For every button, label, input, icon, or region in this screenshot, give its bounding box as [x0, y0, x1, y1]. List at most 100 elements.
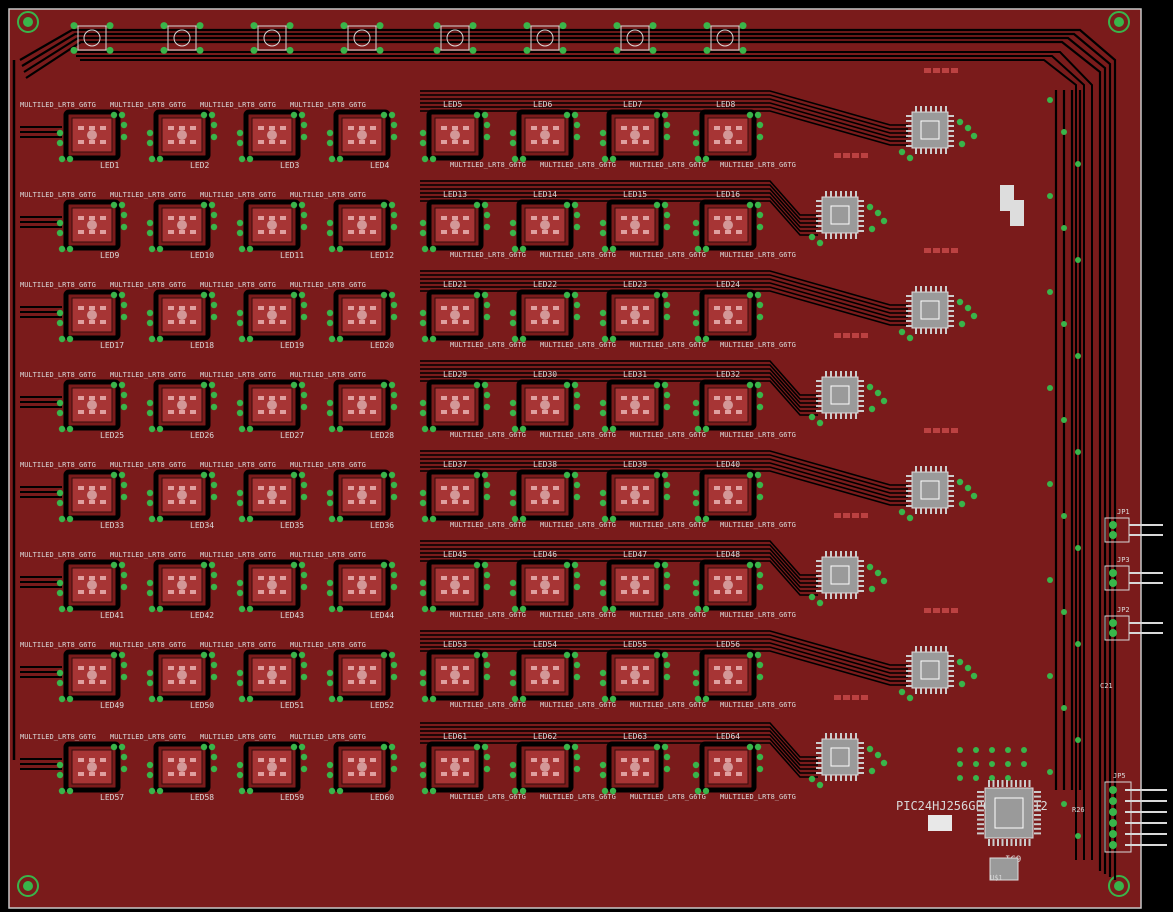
via — [573, 753, 581, 761]
via — [1075, 353, 1081, 359]
led-pad — [269, 216, 275, 220]
led-pad — [452, 126, 458, 130]
led-pad — [725, 216, 731, 220]
led-pad — [168, 126, 174, 130]
bus-trace — [76, 55, 1085, 860]
via — [663, 481, 671, 489]
driver-pin — [948, 140, 954, 142]
via — [702, 155, 710, 163]
led-ref-label: LED27 — [280, 431, 304, 440]
via — [511, 605, 519, 613]
mounting-hole — [17, 875, 39, 897]
via — [663, 571, 671, 579]
via — [156, 605, 164, 613]
via — [509, 761, 517, 769]
via — [599, 309, 607, 317]
led-pad — [632, 396, 638, 400]
led-pad — [359, 126, 365, 130]
led-pad — [269, 230, 275, 234]
led-center — [450, 220, 460, 230]
via — [300, 133, 308, 141]
part-value-label: MULTILED_LRT8_G6TG — [630, 341, 706, 349]
via — [694, 787, 702, 795]
via — [573, 765, 581, 773]
resistor-pad — [852, 513, 859, 518]
via — [388, 291, 396, 299]
resistor-pad — [861, 695, 868, 700]
led-ref-label: LED13 — [443, 190, 467, 199]
via — [110, 471, 118, 479]
via — [1061, 225, 1067, 231]
switch-pad — [703, 46, 711, 54]
driver-pin — [930, 286, 932, 292]
via — [380, 381, 388, 389]
via — [483, 211, 491, 219]
via — [964, 124, 972, 132]
via — [509, 679, 517, 687]
part-value-label: MULTILED_LRT8_G6TG — [720, 161, 796, 169]
via — [58, 605, 66, 613]
driver-pin — [925, 148, 927, 154]
via — [208, 111, 216, 119]
led-ref-label: LED8 — [716, 100, 735, 109]
led-center — [450, 310, 460, 320]
resistor-pad — [951, 608, 958, 613]
via — [808, 775, 816, 783]
led-center — [87, 670, 97, 680]
led-pad — [348, 216, 354, 220]
via — [66, 515, 74, 523]
via — [609, 335, 617, 343]
driver-pin — [825, 233, 827, 239]
via — [483, 403, 491, 411]
bus-trace — [25, 40, 1102, 871]
via — [956, 118, 964, 126]
part-value-label: MULTILED_LRT8_G6TG — [20, 733, 96, 741]
part-value-label: MULTILED_LRT8_G6TG — [110, 733, 186, 741]
via — [746, 471, 754, 479]
led-pad — [553, 306, 559, 310]
led-center — [630, 580, 640, 590]
led-pad — [89, 140, 95, 144]
driver-pin — [906, 135, 912, 137]
led-pad — [100, 396, 106, 400]
driver-pin — [948, 665, 954, 667]
via — [880, 217, 888, 225]
led-pad — [280, 590, 286, 594]
via — [573, 133, 581, 141]
via — [421, 605, 429, 613]
via — [421, 515, 429, 523]
led-pad — [542, 576, 548, 580]
led-pad — [269, 140, 275, 144]
driver-pin — [830, 593, 832, 599]
led-pad — [370, 486, 376, 490]
led-pad — [531, 306, 537, 310]
led-center — [630, 220, 640, 230]
via — [298, 291, 306, 299]
driver-trace — [420, 560, 818, 596]
driver-pin — [825, 413, 827, 419]
led-pad — [714, 666, 720, 670]
switch-outline — [257, 25, 287, 51]
via — [511, 515, 519, 523]
via — [746, 651, 754, 659]
via — [210, 223, 218, 231]
mcu-pin — [977, 832, 984, 835]
mcu-pin — [1024, 839, 1026, 846]
driver-pin — [920, 286, 922, 292]
mcu-pin — [1034, 795, 1041, 798]
led-center — [357, 310, 367, 320]
driver-pin — [930, 688, 932, 694]
via — [419, 679, 427, 687]
via — [958, 320, 966, 328]
led-pad — [643, 590, 649, 594]
via — [874, 751, 882, 759]
driver-pin — [906, 300, 912, 302]
via — [483, 571, 491, 579]
via — [473, 561, 481, 569]
led-pad — [168, 140, 174, 144]
part-value-label: MULTILED_LRT8_G6TG — [200, 641, 276, 649]
switch-pad — [376, 22, 384, 30]
switch-pad — [703, 22, 711, 30]
switch-pad — [286, 22, 294, 30]
mcu-pin — [977, 823, 984, 826]
